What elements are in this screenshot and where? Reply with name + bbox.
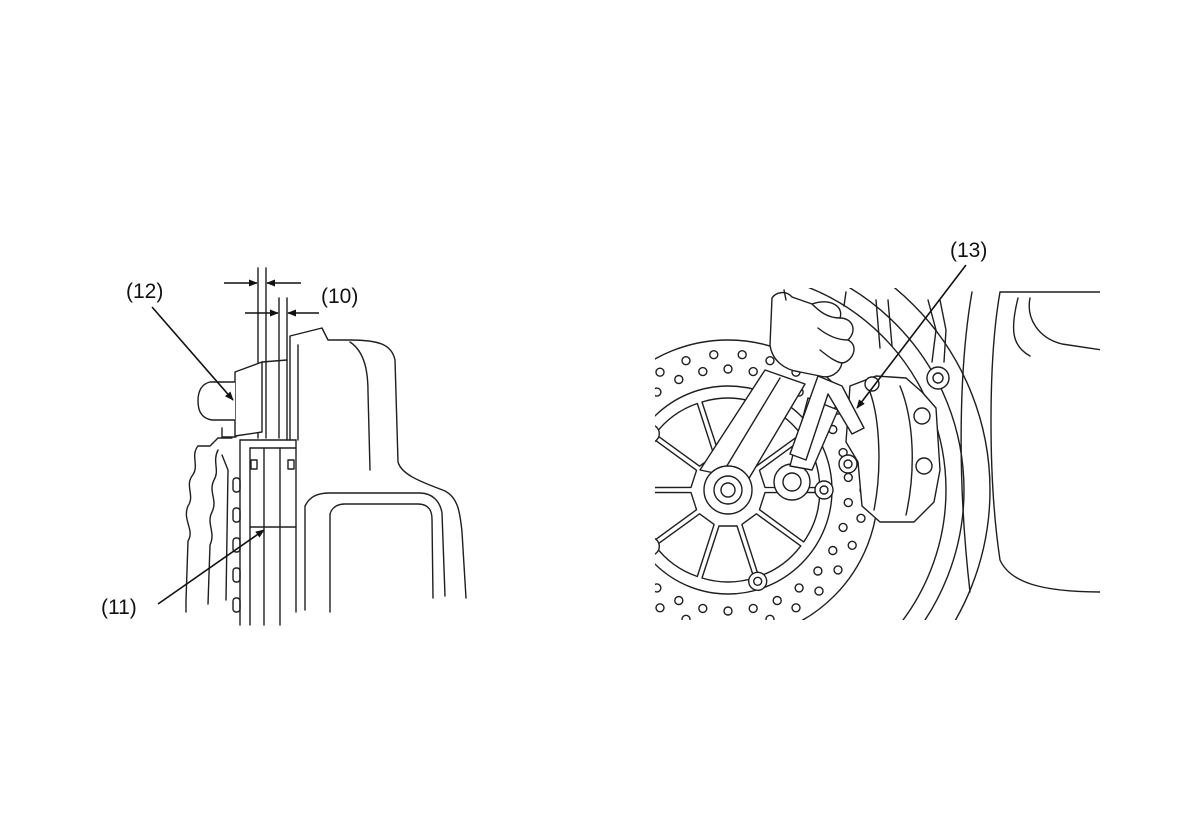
disc-hole	[633, 385, 641, 393]
front-fender	[961, 292, 1102, 592]
caliper-section	[186, 438, 232, 612]
disc-bolt	[641, 537, 659, 555]
disc-hole	[609, 449, 617, 457]
disc-bolt	[815, 481, 833, 499]
disc-hole	[591, 458, 599, 466]
disc-hole	[604, 499, 612, 507]
wheel-hub	[704, 466, 752, 514]
callout-label-11: (11)	[101, 596, 137, 619]
callout-label-10: (10)	[321, 285, 358, 308]
disc-bolt	[646, 542, 654, 550]
callout-label-13: (13)	[950, 239, 987, 262]
brake-disc-section	[233, 268, 296, 625]
disc-hole	[609, 523, 617, 531]
disc-hole	[588, 486, 596, 494]
disc-hole	[600, 541, 608, 549]
disc-hole	[633, 587, 641, 595]
disc-hole	[710, 621, 718, 629]
disc-hole	[614, 406, 622, 414]
callout-label-12: (12)	[126, 280, 163, 303]
disc-hole	[634, 405, 642, 413]
wheel-assembly	[466, 228, 1102, 752]
disc-bolt	[749, 572, 767, 590]
disc-hole	[634, 567, 642, 575]
brake-hose	[876, 300, 949, 389]
disc-hole	[738, 621, 746, 629]
disc-bolt	[646, 430, 654, 438]
disc-hole	[614, 566, 622, 574]
front-wheel-caliper-view: (13)	[466, 228, 1102, 752]
disc-hole	[619, 547, 627, 555]
pad-tool-12	[198, 360, 287, 437]
disc-hole	[619, 426, 627, 434]
disc-hole	[600, 431, 608, 439]
leader-12	[152, 307, 233, 400]
disc-bolt	[641, 425, 659, 443]
pad-clearance-detail: (12) (10) (11)	[101, 268, 466, 625]
clearance-dimension-arrows	[224, 283, 319, 313]
disc-hole	[604, 473, 612, 481]
disc-hole	[591, 514, 599, 522]
fork-leg-section	[290, 328, 466, 612]
